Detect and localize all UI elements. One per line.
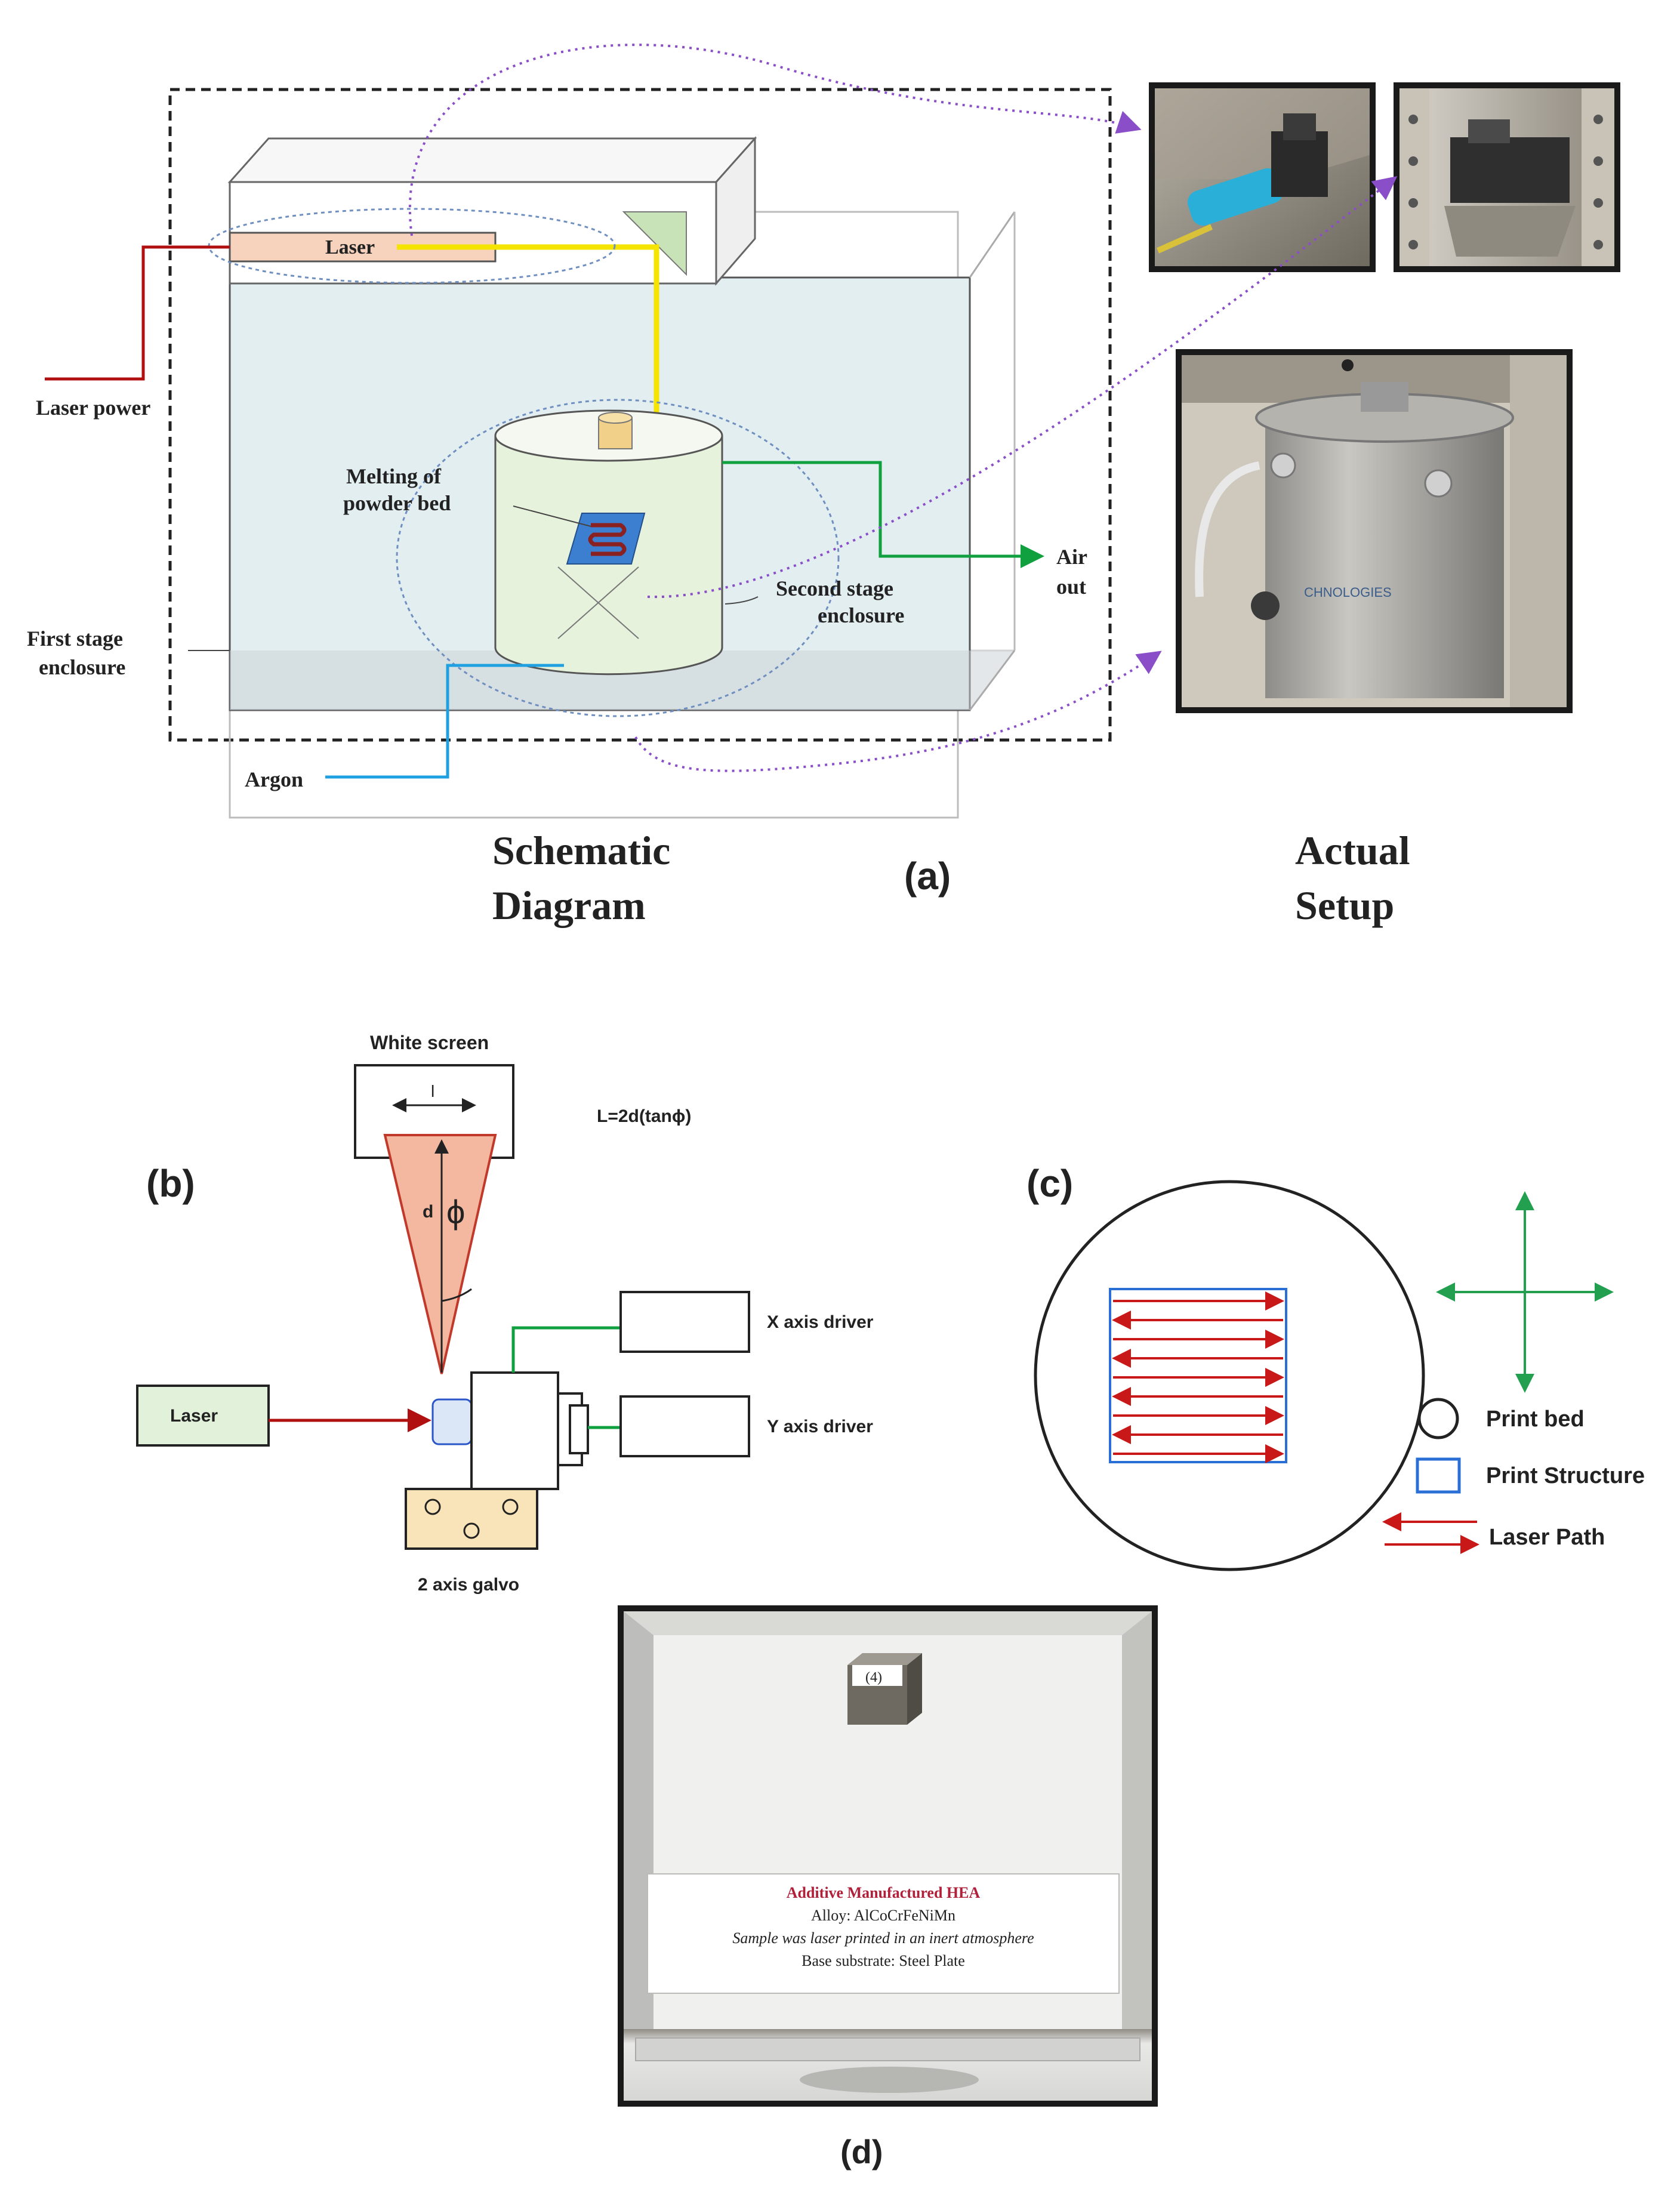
actual-title-line2: Setup [1295, 883, 1394, 928]
laser-b-label: Laser [170, 1406, 218, 1426]
panel-a-schematic: Laser [27, 88, 1410, 928]
schematic-title-line2: Diagram [492, 883, 646, 928]
argon-label: Argon [245, 767, 303, 791]
legend-laser-path-label: Laser Path [1489, 1525, 1605, 1550]
print-structure-square [1109, 1288, 1287, 1463]
first-stage-label-line2: enclosure [39, 655, 125, 679]
laser-path-lines [1112, 1291, 1284, 1463]
second-stage-label-line2: enclosure [818, 603, 904, 627]
laser-power-line [45, 245, 230, 381]
mirror-icon [622, 211, 687, 276]
plaque-line3: Base substrate: Steel Plate [802, 1952, 965, 1969]
legend-print-structure-icon [1416, 1457, 1461, 1494]
galvo-base [405, 1488, 538, 1550]
x-axis-driver-box [619, 1291, 750, 1353]
panel-b-label: (b) [146, 1162, 195, 1205]
laser-b-box [136, 1385, 270, 1447]
laser-power-label: Laser power [36, 396, 150, 420]
argon-line [325, 664, 564, 779]
melting-label-line1: Melting of [346, 464, 442, 488]
schematic-dashed-frame [168, 88, 1112, 742]
melting-pointer [513, 505, 591, 527]
axis-cross-arrows [1436, 1191, 1614, 1393]
nozzle-icon [598, 412, 633, 449]
legend-print-bed-icon [1417, 1398, 1459, 1439]
x-driver-wire [511, 1326, 621, 1373]
galvo-base-hole [463, 1522, 480, 1539]
panel-d-label: (d) [840, 2133, 883, 2170]
galvo-label: 2 axis galvo [418, 1575, 519, 1595]
x-axis-driver-label: X axis driver [767, 1312, 874, 1332]
photo-chamber: CHNOLOGIES [1176, 349, 1573, 713]
panel-c: (c) Print bed Print Structure Laser Path [1027, 1162, 1645, 1571]
air-out-label-line2: out [1056, 575, 1086, 599]
legend-print-bed-label: Print bed [1486, 1407, 1585, 1432]
legend-print-structure-label: Print Structure [1486, 1463, 1645, 1488]
laser-label: Laser [325, 236, 375, 258]
galvo-base-hole [424, 1499, 441, 1515]
beam-cone [383, 1134, 497, 1374]
white-screen-label: White screen [370, 1032, 489, 1053]
air-out-line [722, 461, 1044, 568]
plaque-label [647, 1873, 1120, 1994]
plaque-line2: Sample was laser printed in an inert atm… [732, 1929, 1034, 1947]
second-stage-label-line1: Second stage [776, 576, 893, 600]
formula-label: L=2d(tanϕ) [597, 1106, 691, 1126]
sample-number: (4) [865, 1670, 882, 1685]
cylinder-highlight-ellipse [396, 399, 840, 717]
panel-b: (b) White screen l L=2d(tanϕ) d ϕ Laser … [136, 1032, 874, 1595]
melt-path [588, 523, 627, 556]
plaque-line1: Alloy: AlCoCrFeNiMn [811, 1907, 955, 1924]
photo-link-arrows [408, 44, 1398, 772]
actual-title-line1: Actual [1295, 828, 1410, 873]
galvo-port-2 [569, 1404, 589, 1454]
d-symbol: d [423, 1202, 433, 1222]
phi-arc [441, 1288, 472, 1302]
schematic-title-line1: Schematic [492, 828, 670, 873]
panel-c-label: (c) [1027, 1162, 1073, 1205]
photo-galvo [1394, 82, 1620, 272]
second-stage-pointer [725, 596, 759, 605]
melting-label-line2: powder bed [343, 491, 451, 515]
photo-laser-optics [1149, 82, 1376, 272]
plaque-title: Additive Manufactured HEA [787, 1884, 981, 1901]
galvo-lens [431, 1398, 473, 1445]
y-axis-driver-label: Y axis driver [767, 1417, 873, 1436]
panel-d-photo: (4) Additive Manufactured HEA Alloy: AlC… [618, 1605, 1158, 2170]
y-axis-driver-box [619, 1395, 750, 1457]
l-symbol: l [431, 1082, 434, 1100]
air-out-label-line1: Air [1056, 545, 1087, 569]
panel-a-label: (a) [904, 855, 951, 898]
sample-cube: (4) [847, 1653, 922, 1725]
print-bed-circle [1034, 1180, 1425, 1571]
galvo-base-hole [502, 1499, 519, 1515]
first-stage-label-line1: First stage [27, 627, 123, 650]
galvo-body [470, 1371, 559, 1490]
chamber-brand-text: CHNOLOGIES [1304, 585, 1392, 600]
phi-symbol: ϕ [446, 1193, 465, 1231]
first-stage-enclosure-box [229, 211, 1016, 819]
